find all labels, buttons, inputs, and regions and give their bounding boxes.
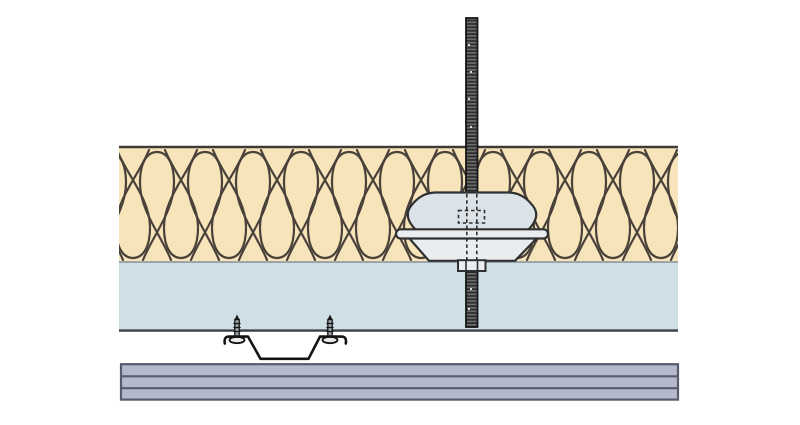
hanger-flange xyxy=(394,228,550,240)
threaded-rod-upper xyxy=(465,17,479,194)
rod-highlight-speck xyxy=(468,308,470,310)
rod-lower-body xyxy=(465,270,479,328)
rod-highlight-speck xyxy=(468,44,470,46)
hanger-skirt xyxy=(407,236,539,262)
hidden-nut-outline xyxy=(457,209,486,224)
screw-tip xyxy=(327,314,333,320)
screw-tip xyxy=(234,314,240,320)
ceiling-boards xyxy=(119,363,680,401)
rod-highlight-speck xyxy=(468,98,470,100)
insulation-wool-pattern xyxy=(119,149,678,261)
screw-shaft xyxy=(327,318,333,339)
rod-highlight-speck xyxy=(470,71,472,73)
isolation-hanger xyxy=(394,191,550,262)
fixing-screw-left xyxy=(228,314,246,345)
hidden-rod-and-nut xyxy=(457,194,486,260)
threaded-rod-lower xyxy=(465,270,479,328)
lock-nut xyxy=(457,259,487,273)
rod-highlight-speck xyxy=(470,126,472,128)
rod-highlight-speck xyxy=(470,288,472,290)
furring-channel-assembly xyxy=(223,314,348,361)
fixing-screw-right xyxy=(321,314,339,345)
deck-layer xyxy=(119,261,678,332)
ceiling-boards-fill xyxy=(119,363,680,401)
hat-channel-profile xyxy=(223,335,348,361)
lock-nut-body xyxy=(457,259,487,273)
screw-shaft xyxy=(234,318,240,339)
deck-fill xyxy=(119,262,678,331)
insulation-layer xyxy=(119,145,678,262)
rod-upper-body xyxy=(465,17,479,194)
